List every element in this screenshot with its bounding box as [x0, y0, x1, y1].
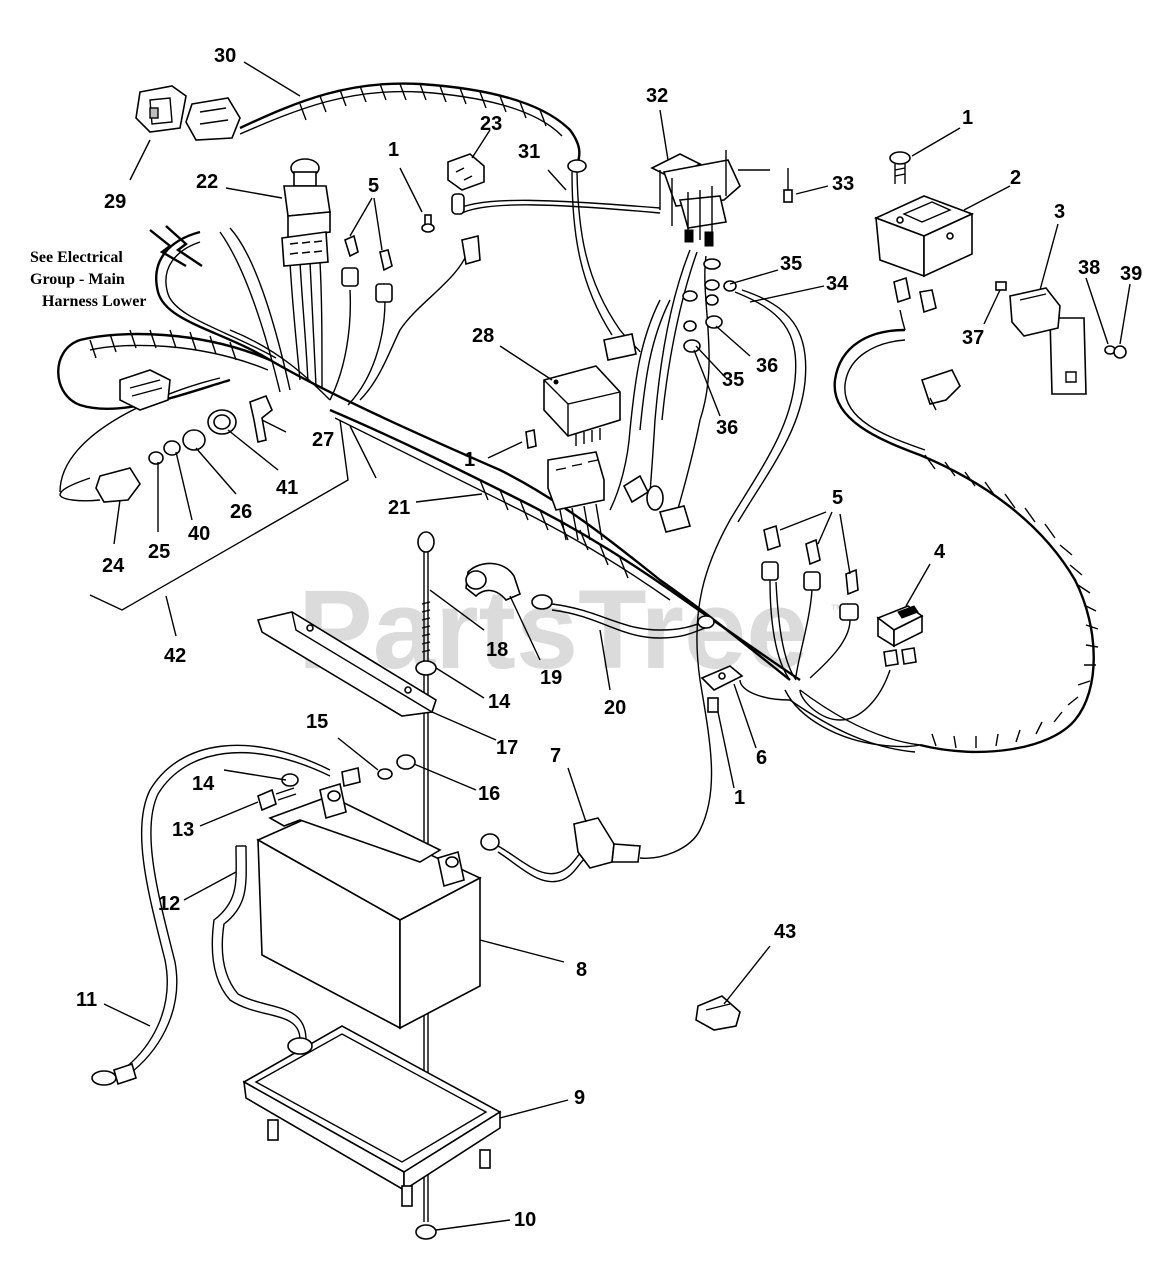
callout-4: 4	[934, 541, 946, 563]
nut-10	[415, 1224, 437, 1240]
harness-note: See Electrical Group - Main Harness Lowe…	[30, 225, 203, 310]
terminal-31	[461, 234, 481, 266]
callout-28: 28	[472, 325, 494, 347]
callout-8: 8	[576, 959, 587, 981]
callout-27: 27	[312, 429, 334, 451]
callout-1: 1	[388, 139, 399, 161]
harness-clip	[920, 369, 961, 411]
battery-8	[256, 782, 482, 1030]
callout-17: 17	[496, 737, 518, 759]
callout-24: 24	[102, 555, 125, 577]
callout-20: 20	[604, 697, 626, 719]
callout-22: 22	[196, 171, 218, 193]
screw-33	[783, 168, 793, 203]
terminal-5-upper	[341, 234, 393, 303]
callout-21: 21	[388, 497, 410, 519]
callout-25: 25	[148, 541, 170, 563]
callout-19: 19	[540, 667, 562, 689]
callout-36: 36	[716, 417, 738, 439]
callout-18: 18	[486, 639, 508, 661]
bracket-42	[59, 377, 349, 611]
wiring-harness-upper	[57, 82, 807, 859]
note-line-2: Group - Main	[30, 271, 125, 288]
terminal-boot-19	[465, 562, 521, 601]
callout-43: 43	[774, 921, 796, 943]
clip-43	[695, 995, 741, 1031]
battery-bolts-13-16	[257, 754, 416, 812]
vent-tube-12	[211, 845, 307, 1041]
switch-bracket-3	[995, 281, 1127, 395]
module-28	[543, 365, 621, 446]
callout-16: 16	[478, 783, 500, 805]
negative-cable-11	[91, 744, 331, 1086]
cable-boot-7	[480, 817, 641, 883]
callout-5: 5	[368, 175, 379, 197]
callout-35: 35	[722, 369, 744, 391]
callout-15: 15	[306, 711, 328, 733]
callout-12: 12	[158, 893, 180, 915]
terminal-5-lower	[761, 524, 859, 621]
callout-40: 40	[188, 523, 210, 545]
callout-10: 10	[514, 1209, 536, 1231]
callout-42: 42	[164, 645, 186, 667]
connector-upper-right-28	[603, 333, 637, 361]
callout-32: 32	[646, 85, 668, 107]
callout-2: 2	[1010, 167, 1021, 189]
callout-33: 33	[832, 173, 854, 195]
callout-23: 23	[480, 113, 502, 135]
callouts: 30 29 22 1 5 23 31 32 33 1 2 3 38 39 35 …	[76, 45, 1142, 1231]
callout-29: 29	[104, 191, 126, 213]
screw-1-c	[525, 429, 537, 449]
callout-36: 36	[756, 355, 778, 377]
solenoid-32	[650, 150, 770, 247]
plug-30	[185, 97, 241, 141]
connector-29	[135, 85, 187, 133]
hour-meter-2	[873, 195, 975, 314]
callout-37: 37	[962, 327, 984, 349]
harness-connector-left	[119, 369, 171, 411]
callout-9: 9	[574, 1087, 585, 1109]
battery-tray-9	[242, 1025, 502, 1207]
callout-39: 39	[1120, 263, 1142, 285]
callout-13: 13	[172, 819, 194, 841]
callout-1: 1	[962, 107, 973, 129]
positive-cable-20	[531, 594, 715, 639]
key-switch-27-41	[59, 394, 273, 503]
rocker-switch-4	[876, 605, 924, 667]
callout-1: 1	[734, 787, 745, 809]
leader-lines	[103, 61, 1131, 1231]
callout-1: 1	[464, 449, 475, 471]
note-line-3: Harness Lower	[42, 293, 146, 310]
clamp-6	[700, 665, 744, 713]
callout-14: 14	[192, 773, 215, 795]
callout-3: 3	[1054, 201, 1065, 223]
callout-38: 38	[1078, 257, 1100, 279]
callout-11: 11	[76, 989, 97, 1011]
pto-switch-22	[281, 158, 331, 267]
screw-1-b	[889, 151, 911, 184]
callout-34: 34	[826, 273, 849, 295]
screw-1-a	[421, 214, 435, 233]
hardware-35-36	[682, 258, 737, 353]
callout-6: 6	[756, 747, 767, 769]
callout-41: 41	[276, 477, 298, 499]
callout-5: 5	[832, 487, 843, 509]
note-line-1: See Electrical	[30, 249, 123, 266]
callout-30: 30	[214, 45, 236, 67]
wiring-harness-right	[739, 309, 1099, 754]
relay-23	[447, 153, 485, 215]
callout-26: 26	[230, 501, 252, 523]
callout-14: 14	[488, 691, 511, 713]
harness-connector-block	[547, 451, 692, 541]
callout-7: 7	[550, 745, 561, 767]
callout-35: 35	[780, 253, 802, 275]
callout-31: 31	[518, 141, 540, 163]
